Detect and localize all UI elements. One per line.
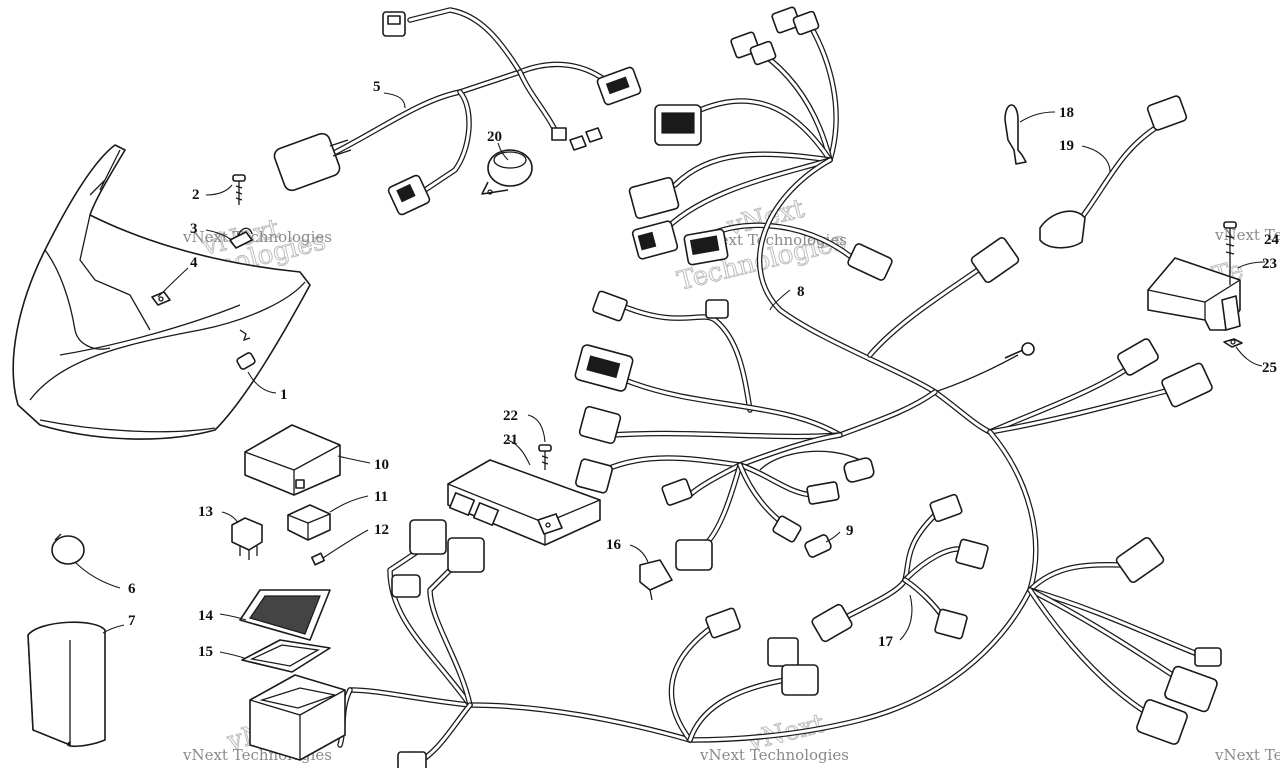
fuse-label-sheet <box>239 589 331 641</box>
callout-11: 11 <box>374 489 388 505</box>
connector <box>1039 95 1188 249</box>
callout-2: 2 <box>192 187 200 203</box>
callout-4: 4 <box>190 255 198 271</box>
connector <box>631 220 679 260</box>
connector <box>661 457 875 571</box>
callout-18: 18 <box>1059 105 1074 121</box>
control-module <box>447 459 601 546</box>
cable-tie <box>51 533 85 565</box>
connector <box>730 6 820 66</box>
connector <box>683 228 729 266</box>
callout-5: 5 <box>373 79 381 95</box>
fuse <box>310 552 326 566</box>
callout-22: 22 <box>503 408 518 424</box>
connector <box>1115 537 1222 745</box>
callout-6: 6 <box>128 581 136 597</box>
connector <box>847 243 893 281</box>
callout-9: 9 <box>846 523 854 539</box>
callout-labels: 1 2 3 4 5 6 7 8 9 10 11 12 13 14 15 16 1… <box>128 79 1280 660</box>
connector <box>596 66 642 106</box>
headlight-housing <box>12 144 311 440</box>
watermark-text: vNext Technologies <box>182 228 332 246</box>
ring-terminal <box>1004 342 1035 359</box>
fuse-block <box>249 674 346 761</box>
callout-7: 7 <box>128 613 136 629</box>
upper-harness <box>327 7 608 193</box>
connector <box>575 405 622 494</box>
bolt <box>538 444 552 470</box>
callout-13: 13 <box>198 504 213 520</box>
control-unit <box>1147 257 1241 331</box>
nut <box>1223 338 1243 348</box>
callout-16: 16 <box>606 537 622 553</box>
gasket <box>241 639 331 673</box>
clip-nut <box>151 291 171 306</box>
main-harness <box>337 22 1203 768</box>
large-connector <box>273 132 352 192</box>
terminal-pair <box>551 127 603 151</box>
connector <box>970 237 1020 283</box>
protective-sleeve <box>27 621 106 748</box>
callout-25: 25 <box>1262 360 1277 376</box>
callout-12: 12 <box>374 522 389 538</box>
small-connector <box>804 534 832 558</box>
connector <box>654 104 702 146</box>
clip <box>639 559 673 601</box>
connector <box>628 176 680 220</box>
relay-small <box>287 504 331 541</box>
connector <box>574 344 634 392</box>
clip <box>229 227 253 249</box>
relay-mini <box>231 517 263 560</box>
retaining-clip <box>1004 104 1027 165</box>
callout-15: 15 <box>198 644 213 660</box>
connector <box>382 11 406 37</box>
connector <box>1117 338 1213 408</box>
connector <box>592 290 729 322</box>
callout-14: 14 <box>198 608 214 624</box>
callout-1: 1 <box>280 387 288 403</box>
buzzer <box>481 149 533 195</box>
leader-lines <box>74 92 1266 659</box>
connector <box>391 519 485 768</box>
sub-harness <box>811 493 989 643</box>
callout-19: 19 <box>1059 138 1074 154</box>
callout-10: 10 <box>374 457 389 473</box>
callout-24: 24 <box>1264 232 1280 248</box>
bolt <box>1223 221 1237 285</box>
callout-3: 3 <box>190 221 198 237</box>
callout-17: 17 <box>878 634 894 650</box>
callout-8: 8 <box>797 284 805 300</box>
watermark-text: vNext Technologies <box>1214 746 1280 764</box>
bolt <box>232 174 246 205</box>
relay-large <box>244 424 341 496</box>
watermark-text: vNext Technologies <box>699 746 849 764</box>
connector <box>387 174 431 216</box>
callout-23: 23 <box>1262 256 1277 272</box>
connector <box>705 607 819 696</box>
callout-21: 21 <box>503 432 518 448</box>
callout-20: 20 <box>487 129 502 145</box>
